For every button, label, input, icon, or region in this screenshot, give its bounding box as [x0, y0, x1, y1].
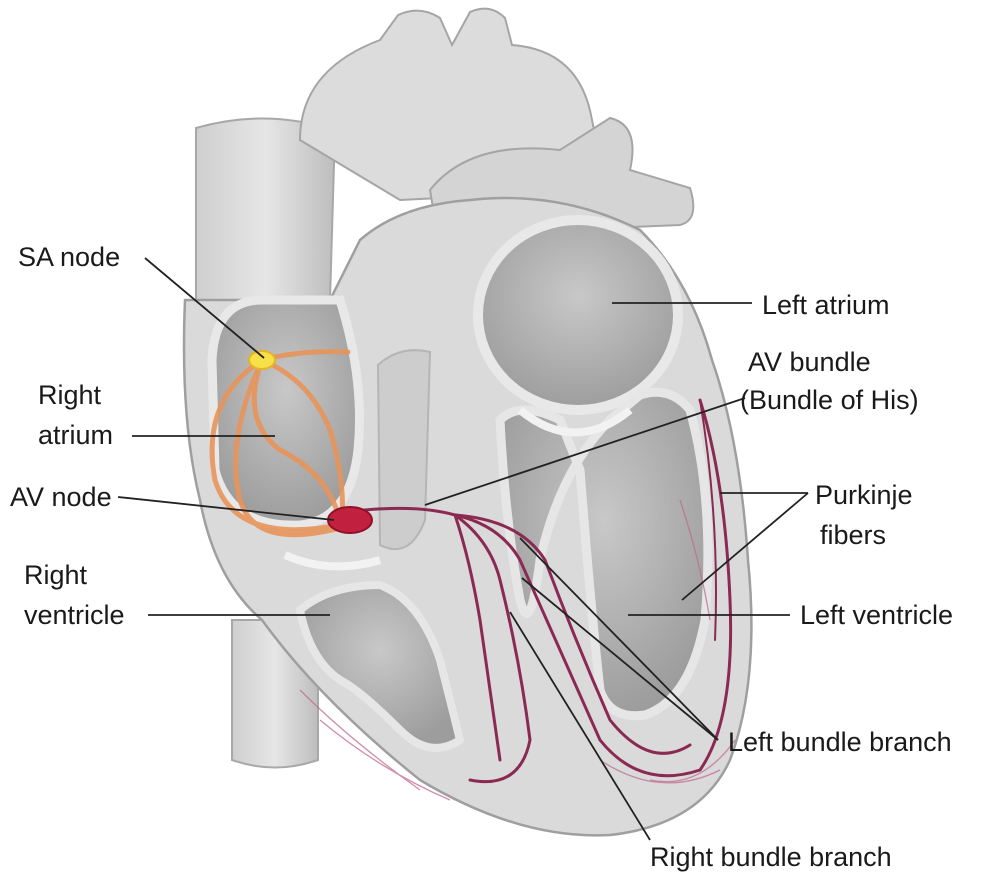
av-node-label: AV node: [10, 480, 112, 514]
purkinje-label-line1: Purkinje: [815, 478, 913, 512]
av-node-marker: [328, 507, 372, 533]
septum: [378, 350, 430, 549]
right-ventricle-label-line2: ventricle: [24, 598, 125, 632]
left-bundle-branch-label: Left bundle branch: [728, 725, 952, 759]
sa-node-marker: [249, 351, 275, 369]
right-bundle-branch-label: Right bundle branch: [650, 840, 892, 874]
purkinje-label-line2: fibers: [820, 518, 886, 552]
right-atrium-label-line1: Right: [38, 378, 101, 412]
left-atrium-label: Left atrium: [762, 288, 890, 322]
right-atrium-label-line2: atrium: [38, 418, 113, 452]
right-ventricle-label-line1: Right: [24, 558, 87, 592]
av-bundle-label-line1: AV bundle: [748, 345, 871, 379]
sa-node-label: SA node: [18, 240, 120, 274]
left-ventricle-label: Left ventricle: [800, 598, 953, 632]
av-bundle-label-line2: (Bundle of His): [740, 383, 919, 417]
left-atrium-chamber: [478, 220, 678, 410]
